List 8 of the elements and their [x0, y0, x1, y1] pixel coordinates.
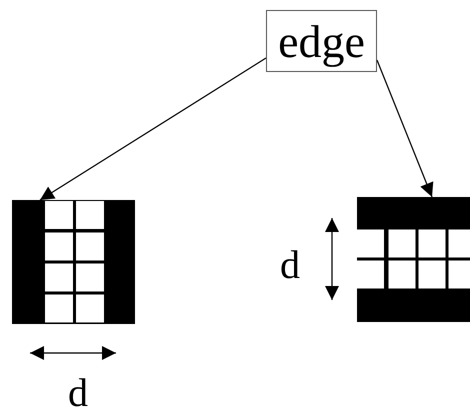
arrow — [376, 60, 434, 198]
dimension-label: d — [68, 373, 88, 413]
box-label: edge — [278, 14, 365, 68]
label-box — [266, 10, 377, 72]
grid-drawing — [357, 197, 470, 322]
grid-drawing — [12, 200, 135, 324]
arrow — [40, 58, 266, 200]
dimension-label: d — [280, 245, 300, 285]
